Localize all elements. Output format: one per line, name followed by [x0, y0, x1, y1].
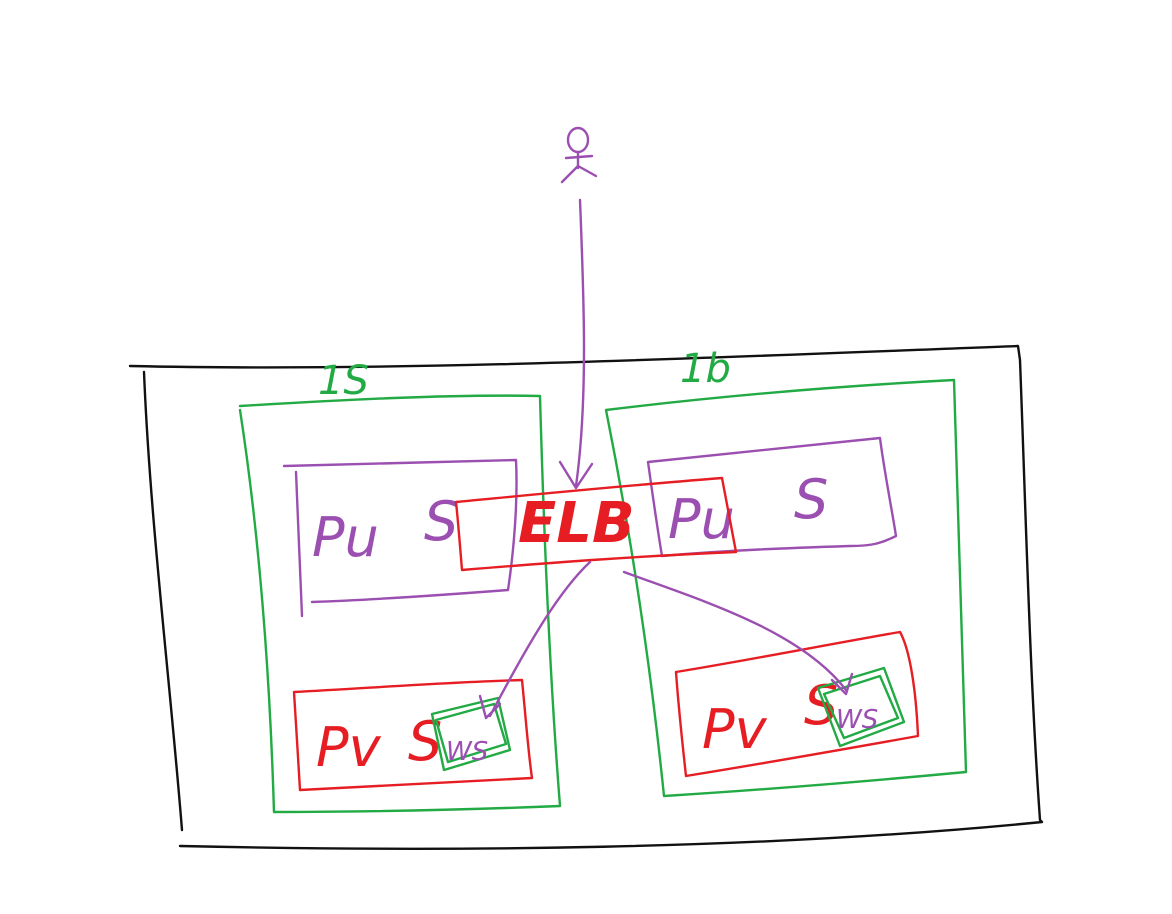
public-subnet-left-label-b: S	[424, 490, 458, 553]
elb-to-web-server-left-line	[478, 560, 592, 720]
private-subnet-left-label-a: Pv	[316, 716, 382, 779]
az-right-box	[604, 378, 968, 798]
public-subnet-right-label-a: Pu	[668, 488, 735, 551]
elb-to-web-server-right-line	[622, 570, 854, 696]
vpc-box	[128, 344, 1044, 850]
public-subnet-left-box	[282, 458, 518, 618]
web-server-left-label: WS	[446, 737, 488, 767]
web-server-right-label: WS	[836, 705, 878, 735]
public-subnet-left-label-a: Pu	[312, 506, 379, 569]
web-server-right-box	[816, 666, 906, 748]
private-subnet-left-box	[292, 678, 534, 792]
az-right-label: 1b	[680, 346, 731, 392]
az-left-box	[238, 394, 562, 814]
public-subnet-right-label-b: S	[794, 468, 828, 531]
private-subnet-right-label-a: Pv	[702, 698, 768, 761]
az-left-label: 1S	[318, 358, 369, 404]
elb-box	[454, 476, 738, 572]
elb-label: ELB	[518, 491, 635, 556]
web-server-left-box	[430, 696, 512, 772]
user-to-elb-arrow	[558, 198, 594, 490]
user-icon	[560, 126, 598, 184]
private-subnet-right-box	[674, 630, 920, 778]
